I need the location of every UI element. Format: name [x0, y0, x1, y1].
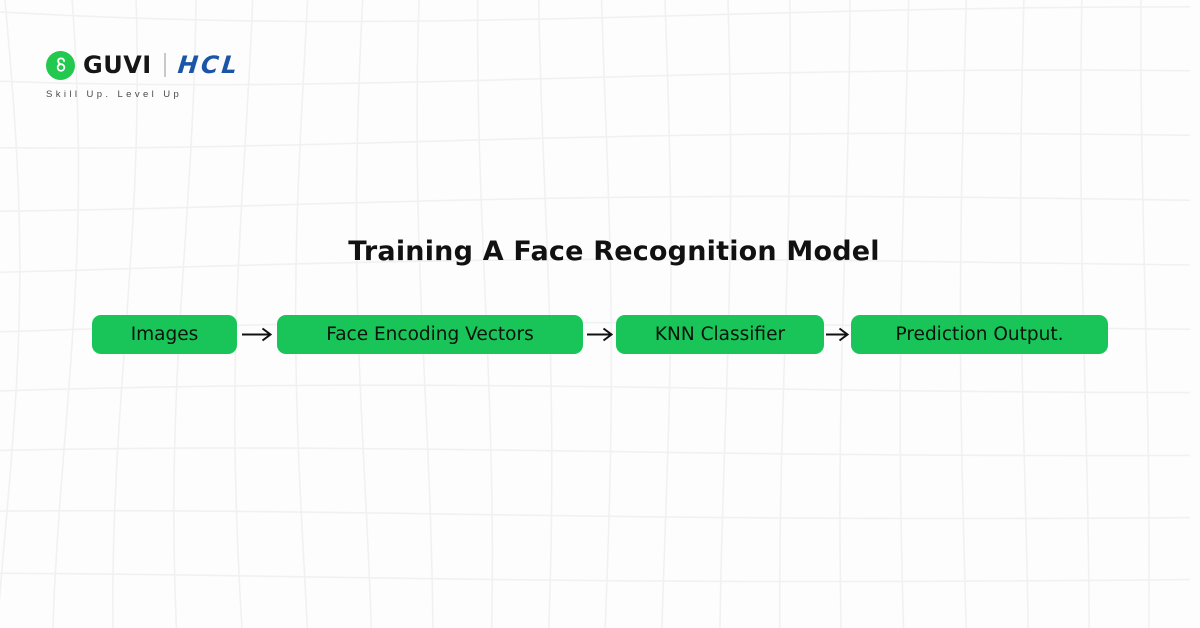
guvi-wordmark: GUVI — [83, 51, 152, 79]
flow-step-images: Images — [92, 315, 237, 354]
brand-row: GUVI HCL — [46, 50, 242, 80]
hcl-wordmark: HCL — [176, 51, 242, 79]
guvi-logo-icon — [46, 50, 75, 80]
flow-step-face-encoding-vectors: Face Encoding Vectors — [277, 315, 583, 354]
flow-step-prediction-output: Prediction Output. — [851, 315, 1108, 354]
logo-divider — [163, 53, 166, 77]
flow-arrow-icon — [242, 327, 273, 342]
flow-arrow-icon — [587, 327, 614, 342]
brand-logo-lockup: GUVI HCL Skill Up. Level Up — [46, 50, 242, 100]
brand-tagline: Skill Up. Level Up — [46, 89, 183, 100]
flow-arrow-icon — [826, 327, 850, 342]
diagram-title: Training A Face Recognition Model — [348, 236, 880, 267]
flow-step-knn-classifier: KNN Classifier — [616, 315, 824, 354]
